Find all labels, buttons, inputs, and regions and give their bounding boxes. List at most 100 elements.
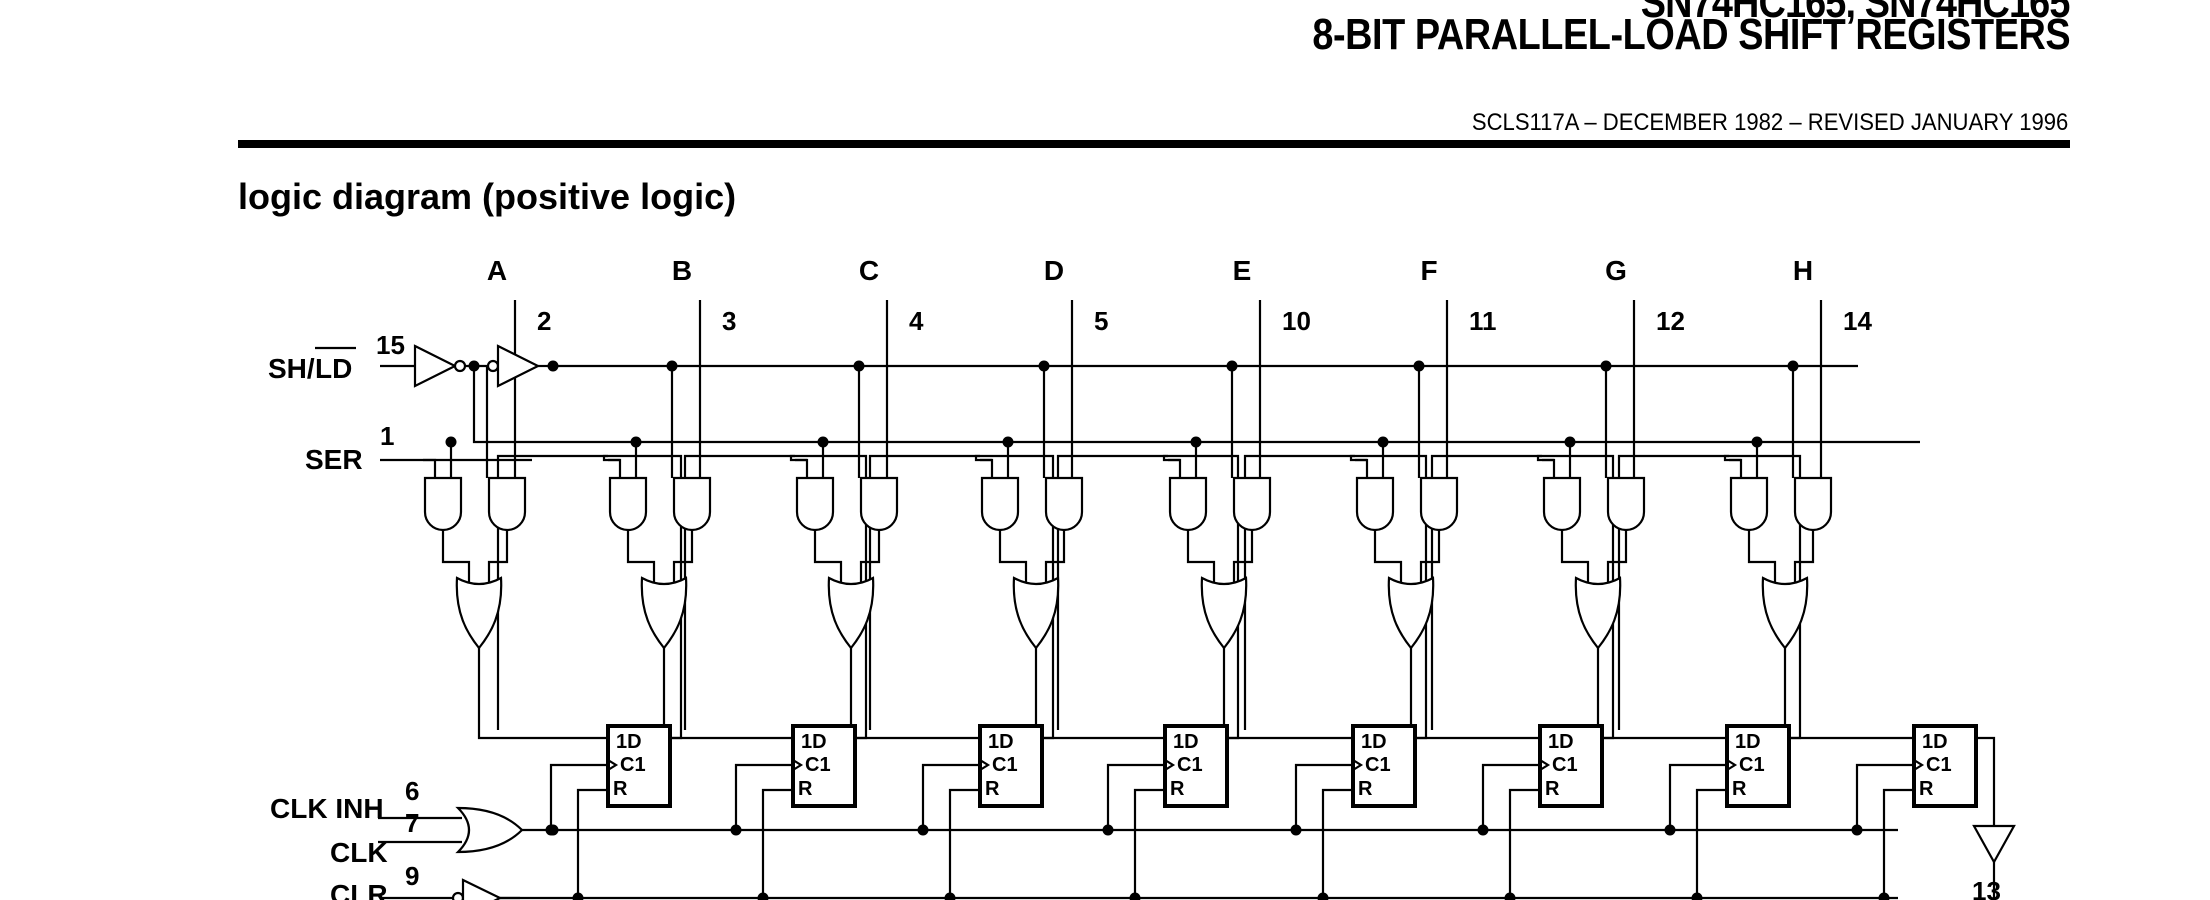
- serial-input-wire: [1729, 458, 1743, 478]
- clr-pin: 9: [405, 861, 419, 891]
- and-or-wire: [1560, 530, 1590, 584]
- junction-dot: [545, 824, 557, 836]
- clock-to-ff: [734, 763, 793, 830]
- or-gate: [1574, 576, 1622, 650]
- input-name-H: H: [1793, 255, 1813, 286]
- and-or-wire: [1747, 530, 1777, 584]
- junction-dot: [1504, 892, 1516, 900]
- clear-to-ff: [1508, 788, 1540, 898]
- clear-to-ff: [761, 788, 793, 898]
- junction-dot: [666, 360, 678, 372]
- ff-c-label: C1: [620, 754, 646, 776]
- final-output-wire: [1976, 736, 1996, 826]
- and-gate: [1232, 476, 1272, 532]
- shld-pin: 15: [376, 330, 405, 360]
- serial-input-wire: [795, 458, 809, 478]
- or-ff-wire: [662, 648, 793, 740]
- ser-label: SER: [305, 444, 363, 475]
- serial-input-wire: [1168, 458, 1182, 478]
- ff-d-label: 1D: [1922, 731, 1948, 753]
- clock-to-ff: [549, 763, 608, 830]
- and-gate: [423, 476, 463, 532]
- diagram-parts: [315, 344, 2016, 900]
- junction-dot: [853, 360, 865, 372]
- input-name-D: D: [1044, 255, 1064, 286]
- flip-flop: [606, 724, 672, 808]
- junction-dot: [1477, 824, 1489, 836]
- previous-stage-wire: [1243, 454, 1355, 730]
- load-inverted-bus: [472, 366, 1920, 444]
- clear-buffer: [461, 878, 503, 900]
- previous-stage-wire: [496, 454, 608, 730]
- ff-clock-triangle: [1164, 759, 1176, 771]
- and-gate: [1793, 476, 1833, 532]
- buffer-gate: [413, 344, 458, 388]
- ff-r-label: R: [613, 778, 628, 800]
- or-ff-wire: [1034, 648, 1165, 740]
- ff-r-label: R: [1545, 778, 1560, 800]
- junction-dot: [917, 824, 929, 836]
- ff-c-label: C1: [1552, 754, 1578, 776]
- and-gate: [608, 476, 648, 532]
- and-or-wire: [1606, 530, 1628, 584]
- input-name-A: A: [487, 255, 507, 286]
- junction-dot: [944, 892, 956, 900]
- junction-dot: [1129, 892, 1141, 900]
- junction-dot: [1226, 360, 1238, 372]
- previous-stage-wire: [683, 454, 795, 730]
- clock-to-ff: [1106, 763, 1165, 830]
- and-gate: [980, 476, 1020, 532]
- input-pin-D: 5: [1094, 306, 1108, 336]
- clear-to-ff: [1695, 788, 1727, 898]
- input-pin-E: 10: [1282, 306, 1311, 336]
- junction-dot: [1664, 824, 1676, 836]
- header-rule: [238, 140, 2070, 148]
- and-gate: [1542, 476, 1582, 532]
- ff-clock-triangle: [1352, 759, 1364, 771]
- serial-input-wire: [980, 458, 994, 478]
- or-ff-wire: [1409, 648, 1540, 740]
- and-gate: [487, 476, 527, 532]
- serial-input-wire: [1542, 458, 1556, 478]
- junction-dot: [1691, 892, 1703, 900]
- junction-dot: [468, 360, 480, 372]
- ff-d-label: 1D: [988, 731, 1014, 753]
- ser-pin: 1: [380, 421, 394, 451]
- ff-c-label: C1: [1177, 754, 1203, 776]
- and-or-wire: [1186, 530, 1216, 584]
- input-name-G: G: [1605, 255, 1627, 286]
- ff-d-label: 1D: [801, 731, 827, 753]
- and-or-wire: [441, 530, 471, 584]
- serial-input-wire: [423, 458, 437, 478]
- junction-dot: [572, 892, 584, 900]
- ff-clock-triangle: [1913, 759, 1925, 771]
- clkinh-label: CLK INH: [270, 793, 384, 824]
- document-title: 8-BIT PARALLEL-LOAD SHIFT REGISTERS: [1312, 10, 2070, 59]
- inversion-bubble: [453, 359, 467, 373]
- buffer-gate: [496, 344, 541, 388]
- and-gate: [1419, 476, 1459, 532]
- ff-r-label: R: [798, 778, 813, 800]
- document-title-top: SN74HC165, SN74HC165: [1641, 0, 2071, 27]
- previous-stage-wire: [868, 454, 980, 730]
- clear-to-ff: [948, 788, 980, 898]
- or-gate: [827, 576, 875, 650]
- ff-d-label: 1D: [616, 731, 642, 753]
- clock-to-ff: [1481, 763, 1540, 830]
- ff-d-label: 1D: [1361, 731, 1387, 753]
- clkinh-pin: 6: [405, 776, 419, 806]
- flip-flop: [1725, 724, 1791, 808]
- previous-stage-wire: [1430, 454, 1542, 730]
- clock-or-gate: [455, 806, 524, 854]
- ff-clock-triangle: [979, 759, 991, 771]
- ff-d-label: 1D: [1173, 731, 1199, 753]
- and-or-wire: [626, 530, 656, 584]
- and-gate: [672, 476, 712, 532]
- and-or-wire: [998, 530, 1028, 584]
- flip-flop: [1538, 724, 1604, 808]
- junction-dot: [1878, 892, 1890, 900]
- junction-dot: [1038, 360, 1050, 372]
- ff-c-label: C1: [1926, 754, 1952, 776]
- and-gate: [795, 476, 835, 532]
- junction-dot: [1751, 436, 1763, 448]
